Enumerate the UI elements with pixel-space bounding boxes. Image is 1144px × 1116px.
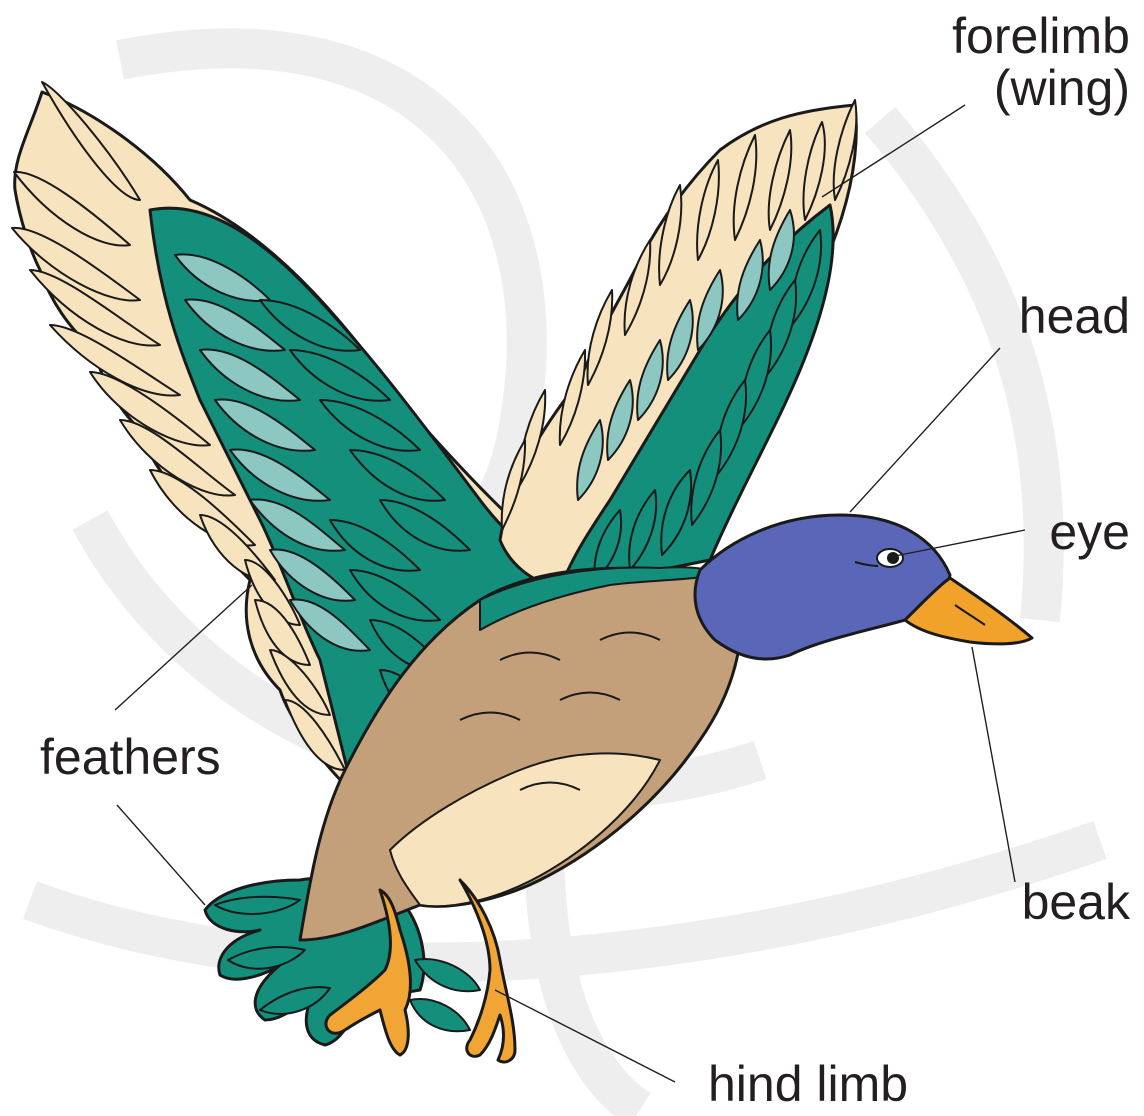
right-wing: [500, 100, 856, 590]
label-eye: eye: [1049, 506, 1130, 558]
label-forelimb-line2: (wing): [952, 62, 1130, 114]
label-head: head: [1019, 290, 1130, 342]
head-leader-line: [850, 348, 1000, 512]
label-feathers: feathers: [40, 731, 221, 783]
label-beak: beak: [1022, 876, 1130, 928]
label-forelimb: forelimb (wing): [952, 10, 1130, 114]
label-hind-limb: hind limb: [708, 1058, 908, 1110]
label-forelimb-line1: forelimb: [952, 10, 1130, 62]
duck-head: [695, 515, 1032, 659]
beak-leader-line: [972, 647, 1015, 882]
feathers-leader-line-lower: [117, 805, 205, 905]
